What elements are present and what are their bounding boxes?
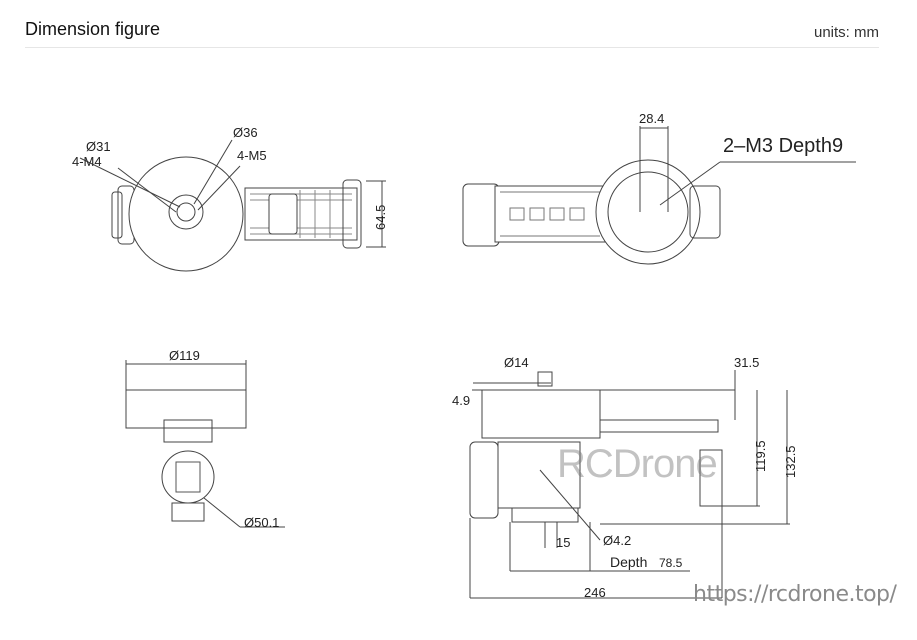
units-label: units: mm — [813, 24, 879, 41]
svg-text:4-M4: 4-M4 — [72, 154, 102, 169]
svg-text:4.9: 4.9 — [452, 393, 470, 408]
svg-text:246: 246 — [584, 585, 606, 600]
front-view — [125, 360, 285, 528]
watermark-url: https://rcdrone.top/ — [693, 582, 897, 607]
svg-text:Ø119: Ø119 — [169, 348, 200, 363]
svg-text:31.5: 31.5 — [734, 355, 759, 370]
watermark-brand: RCDrone — [557, 442, 718, 486]
svg-text:64.5: 64.5 — [373, 205, 388, 230]
header-divider — [25, 47, 879, 48]
svg-text:119.5: 119.5 — [753, 440, 768, 472]
svg-text:Ø4.2: Ø4.2 — [603, 533, 631, 548]
svg-text:78.5: 78.5 — [659, 556, 683, 570]
svg-text:28.4: 28.4 — [639, 111, 664, 126]
top-view — [79, 139, 386, 272]
svg-text:4-M5: 4-M5 — [237, 148, 267, 163]
bottom-view — [462, 126, 856, 265]
side-view — [469, 370, 790, 599]
svg-text:15: 15 — [556, 535, 570, 550]
svg-text:2–M3 Depth9: 2–M3 Depth9 — [723, 135, 843, 157]
svg-text:Ø50.1: Ø50.1 — [244, 515, 279, 530]
svg-text:132.5: 132.5 — [783, 445, 798, 478]
svg-text:Ø14: Ø14 — [504, 355, 529, 370]
svg-text:Ø36: Ø36 — [233, 125, 258, 140]
page-title: Dimension figure — [25, 19, 161, 39]
svg-text:Depth: Depth — [610, 554, 647, 570]
svg-text:Ø31: Ø31 — [86, 139, 111, 154]
